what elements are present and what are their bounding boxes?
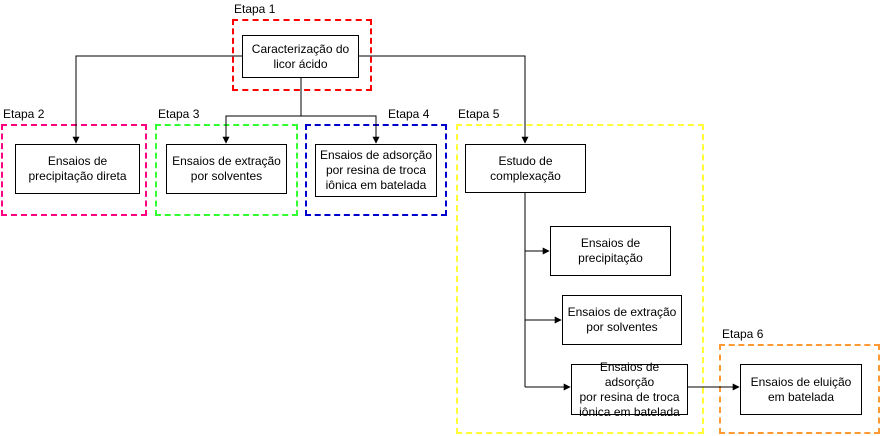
stage-1-label: Etapa 1 <box>234 2 276 16</box>
node-adsorcao-resina-2: Ensaios de adsorção por resina de troca … <box>571 360 688 419</box>
connector-to-extracao-solventes <box>222 115 301 144</box>
stage-2-frame <box>1 124 147 216</box>
node-precipitacao-direta: Ensaios de precipitação direta <box>15 144 140 194</box>
stage-5-frame <box>456 124 704 434</box>
node-eluicao-batelada: Ensaios de eluição em batelada <box>740 364 862 415</box>
node-extracao-solventes-2: Ensaios de extração por solventes <box>562 295 682 345</box>
stage-2-label: Etapa 2 <box>3 107 45 121</box>
connector-to-adsorcao-resina <box>301 115 380 144</box>
stage-5-label: Etapa 5 <box>458 107 500 121</box>
connector-to-complexacao <box>359 55 529 144</box>
stage-3-label: Etapa 3 <box>158 107 200 121</box>
stage-6-frame <box>719 344 880 434</box>
node-caracterizacao-licor-acido: Caracterização do licor ácido <box>242 35 359 78</box>
stage-4-label: Etapa 4 <box>388 107 430 121</box>
stage-1-frame <box>232 19 372 91</box>
node-precipitacao: Ensaios de precipitação <box>550 226 671 276</box>
stage-6-label: Etapa 6 <box>722 327 764 341</box>
connector-to-precipitacao-direta <box>72 55 242 144</box>
node-extracao-solventes: Ensaios de extração por solventes <box>166 144 287 194</box>
node-estudo-complexacao: Estudo de complexação <box>465 144 586 193</box>
node-adsorcao-resina: Ensaios de adsorção por resina de troca … <box>315 144 437 197</box>
